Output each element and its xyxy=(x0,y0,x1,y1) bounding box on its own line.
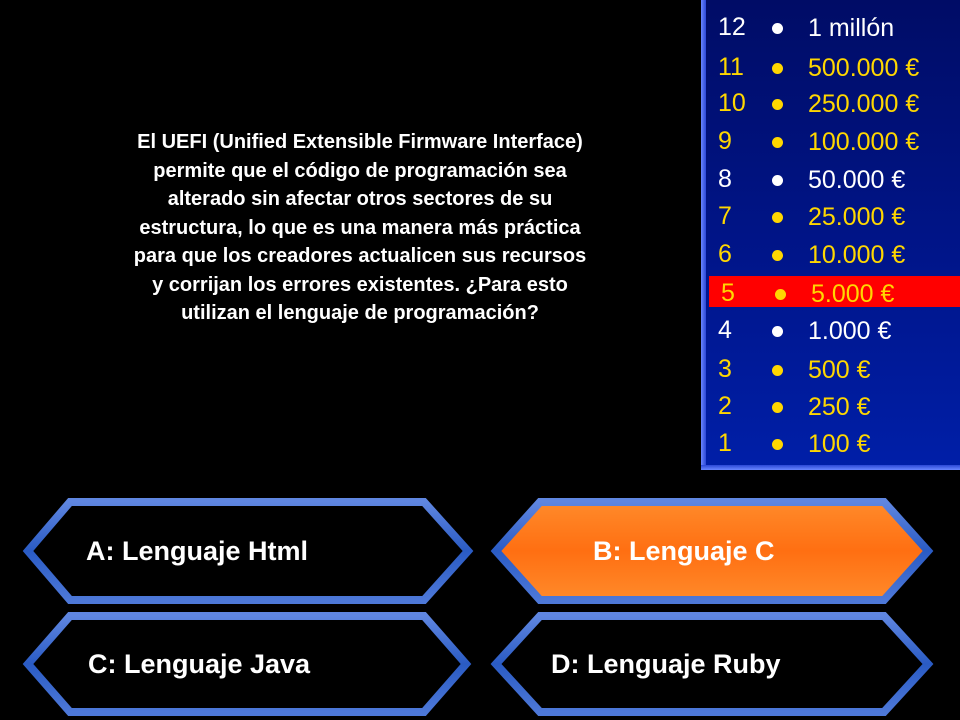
question-line: utilizan el lenguaje de programación? xyxy=(181,302,539,324)
question-line: y corrijan los errores existentes. ¿Para… xyxy=(152,273,568,296)
answer-d-label[interactable]: D: Lenguaje Ruby xyxy=(551,649,781,679)
answer-b-button[interactable] xyxy=(490,498,934,604)
money-ladder: 12 1 millón 11 500.000 € 10 250.000 € 9 … xyxy=(701,0,960,470)
ladder-level: 3 xyxy=(718,355,732,383)
bullet-icon xyxy=(772,439,783,450)
ladder-row-11: 11 500.000 € xyxy=(706,50,960,85)
ladder-level: 4 xyxy=(718,316,732,344)
ladder-row-5-current: 5 5.000 € xyxy=(709,276,960,308)
bullet-icon xyxy=(772,23,783,34)
ladder-row-10: 10 250.000 € xyxy=(706,86,960,121)
ladder-level: 6 xyxy=(718,240,732,268)
ladder-row-1: 1 100 € xyxy=(706,426,960,461)
answer-a-label[interactable]: A: Lenguaje Html xyxy=(86,536,309,566)
ladder-level: 2 xyxy=(718,392,732,420)
ladder-level: 11 xyxy=(718,53,744,81)
ladder-amount: 1 millón xyxy=(808,14,895,42)
bullet-icon xyxy=(772,250,783,261)
ladder-amount: 500.000 € xyxy=(808,54,920,82)
ladder-level: 8 xyxy=(718,165,732,193)
ladder-row-3: 3 500 € xyxy=(706,352,960,387)
ladder-row-4: 4 1.000 € xyxy=(706,313,960,348)
question-line: El UEFI (Unified Extensible Firmware Int… xyxy=(137,131,583,153)
bullet-icon xyxy=(772,212,783,223)
bullet-icon xyxy=(772,137,783,148)
ladder-row-2: 2 250 € xyxy=(706,389,960,424)
ladder-amount: 250 € xyxy=(808,393,871,421)
ladder-amount: 25.000 € xyxy=(808,203,906,231)
question-line: para que los creadores actualicen sus re… xyxy=(133,245,587,267)
ladder-row-9: 9 100.000 € xyxy=(706,124,960,159)
ladder-amount: 500 € xyxy=(808,356,871,384)
ladder-amount: 100 € xyxy=(808,430,871,458)
ladder-level: 1 xyxy=(718,429,732,457)
bullet-icon xyxy=(772,63,783,74)
ladder-row-8: 8 50.000 € xyxy=(706,162,960,197)
ladder-level: 7 xyxy=(718,202,732,230)
question-line: permite que el código de programación se… xyxy=(153,159,567,182)
ladder-amount: 1.000 € xyxy=(808,317,892,345)
ladder-level: 10 xyxy=(718,89,746,117)
ladder-amount: 50.000 € xyxy=(808,166,906,194)
bullet-icon xyxy=(775,289,786,300)
bullet-icon xyxy=(772,365,783,376)
ladder-amount: 250.000 € xyxy=(808,90,920,118)
answer-a-button[interactable] xyxy=(22,498,474,604)
bullet-icon xyxy=(772,402,783,413)
ladder-row-7: 7 25.000 € xyxy=(706,199,960,234)
ladder-amount: 10.000 € xyxy=(808,241,906,269)
question-line: estructura, lo que es una manera más prá… xyxy=(139,216,581,239)
ladder-level: 12 xyxy=(718,13,746,41)
ladder-level: 9 xyxy=(718,127,732,155)
ladder-amount: 100.000 € xyxy=(808,128,920,156)
answer-c-label[interactable]: C: Lenguaje Java xyxy=(88,649,311,679)
bullet-icon xyxy=(772,175,783,186)
bullet-icon xyxy=(772,326,783,337)
answer-d-button[interactable] xyxy=(490,612,934,716)
question-text: El UEFI (Unified Extensible Firmware Int… xyxy=(50,128,670,328)
answer-c-button[interactable] xyxy=(22,612,472,716)
ladder-row-6: 6 10.000 € xyxy=(706,237,960,272)
bullet-icon xyxy=(772,99,783,110)
ladder-amount: 5.000 € xyxy=(811,280,895,308)
answer-b-label[interactable]: B: Lenguaje C xyxy=(593,536,775,566)
ladder-level: 5 xyxy=(721,279,735,307)
question-line: alterado sin afectar otros sectores de s… xyxy=(167,188,553,210)
ladder-row-12: 12 1 millón xyxy=(706,10,960,45)
